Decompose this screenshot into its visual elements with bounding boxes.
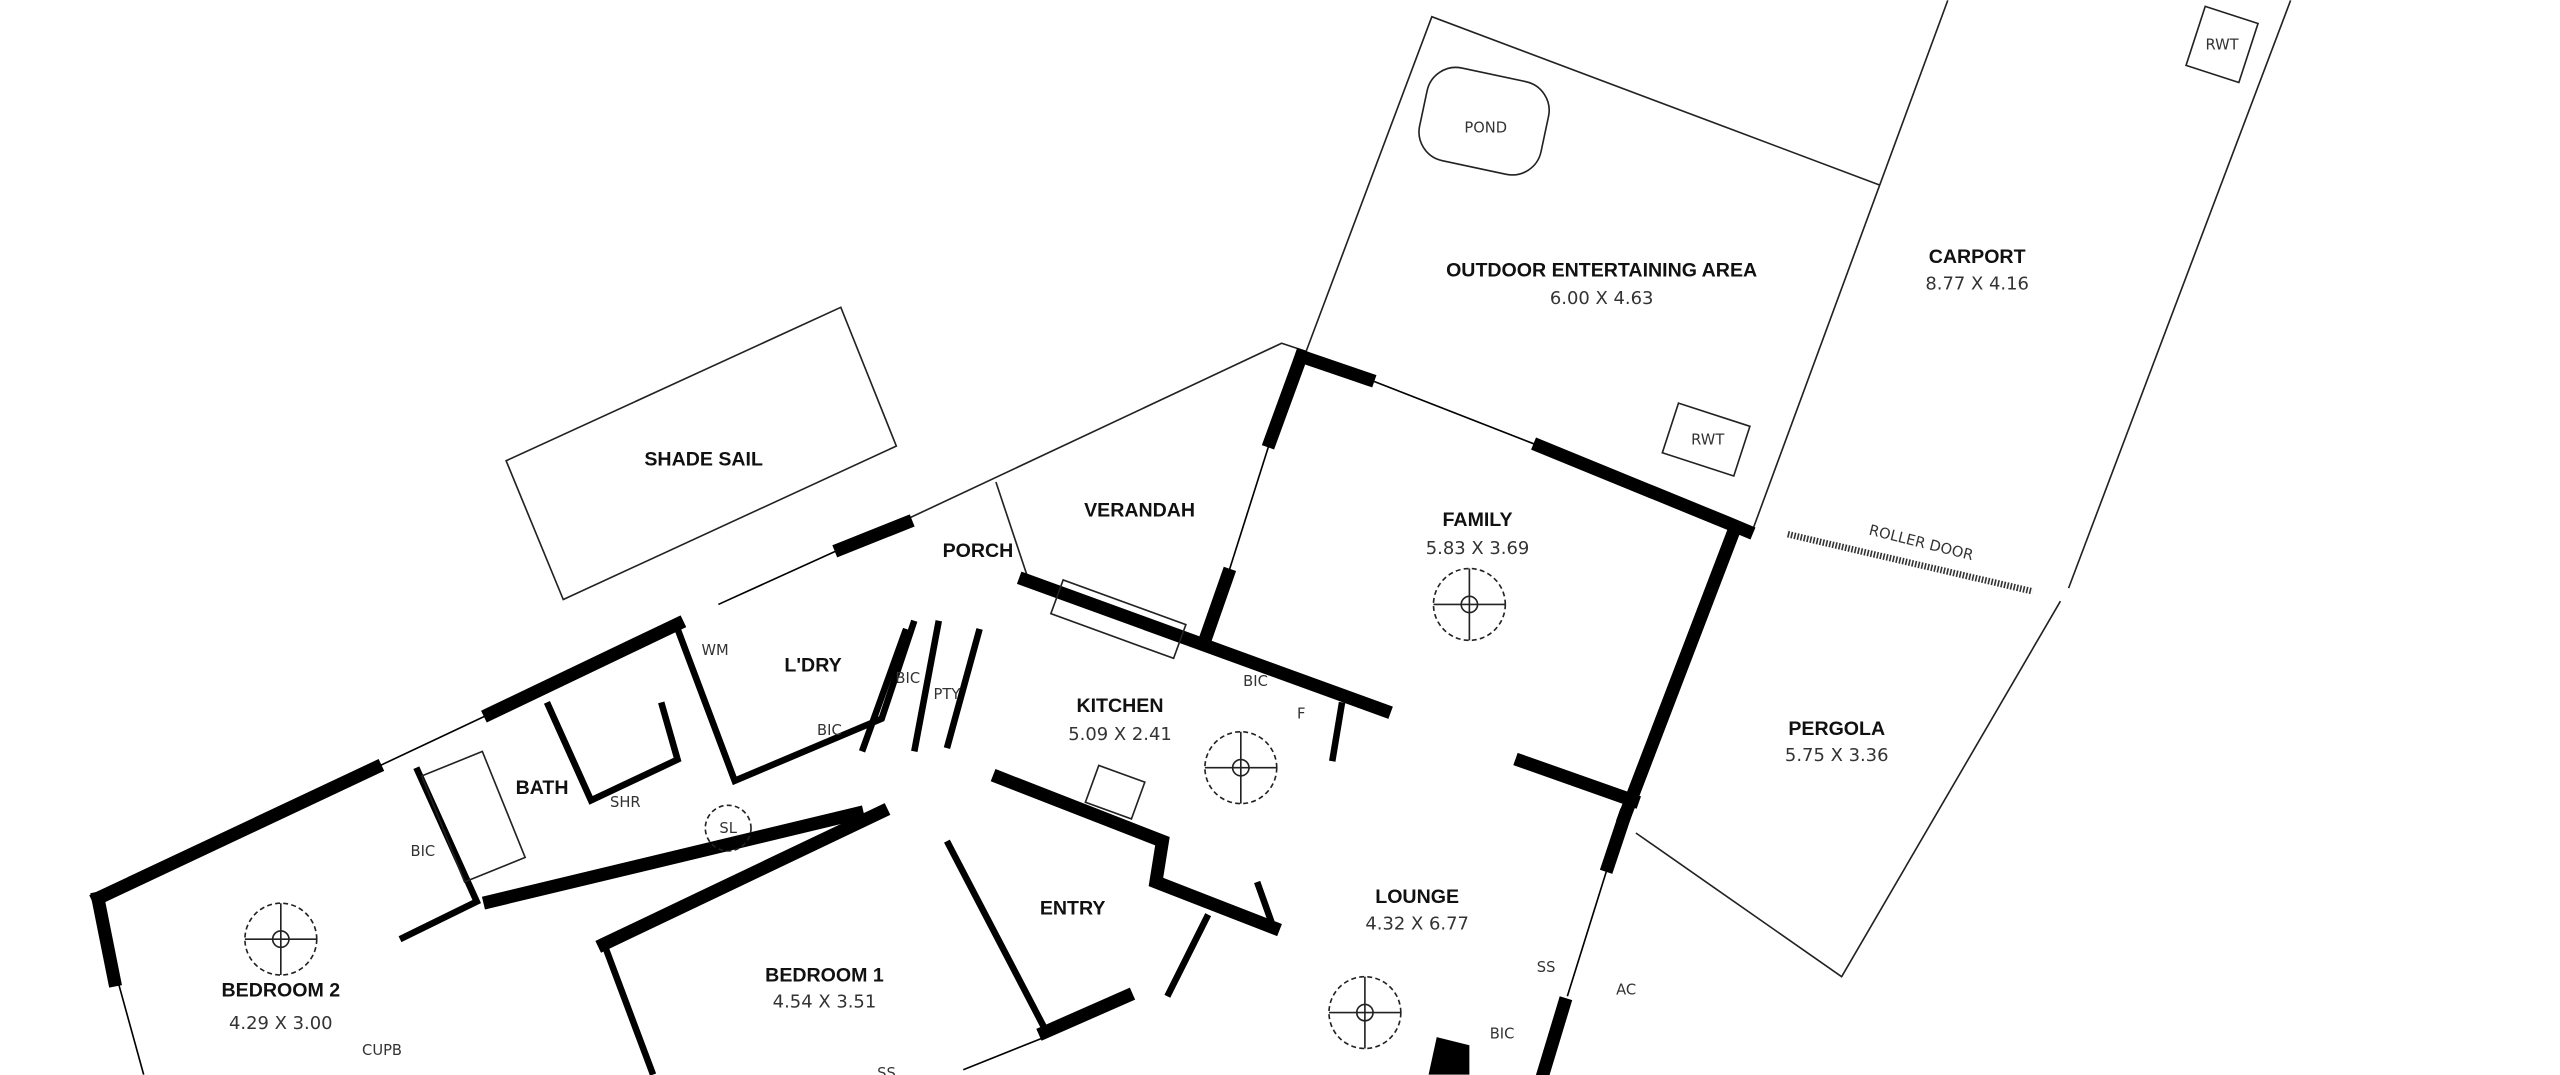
- fridge-label: F: [1297, 706, 1305, 723]
- room-dims: 5.09 X 2.41: [1068, 724, 1172, 745]
- bic-label: BIC: [411, 843, 436, 860]
- bic-label: BIC: [817, 722, 842, 739]
- shade-sail-label: SHADE SAIL: [644, 449, 763, 471]
- room-name: BEDROOM 1: [765, 965, 884, 987]
- ceiling-fan-icon: [1432, 567, 1507, 642]
- sl-label: SL: [719, 820, 737, 837]
- pergola-outline: [1635, 600, 2062, 978]
- room-name: BEDROOM 2: [222, 979, 341, 1001]
- ceiling-fans: [244, 567, 1507, 1050]
- rwt-label: RWT: [2205, 36, 2239, 53]
- wm-label: WM: [702, 642, 729, 659]
- cooktop-icon: [1084, 764, 1146, 821]
- rwt-box-2: [2185, 5, 2260, 84]
- rwt-label: RWT: [1691, 431, 1725, 448]
- wall-block: [1428, 1037, 1470, 1075]
- carport-left-edge: [1752, 0, 1949, 528]
- room-name: LOUNGE: [1375, 886, 1459, 908]
- room-dims: 8.77 X 4.16: [1925, 273, 2029, 294]
- ceiling-fan-icon: [244, 902, 318, 976]
- room-name: CARPORT: [1929, 246, 2026, 268]
- porch-edge: [995, 481, 1030, 581]
- pantry-label: PTY: [934, 686, 961, 703]
- porch-label: PORCH: [943, 540, 1014, 562]
- smoke-light-icon: [704, 804, 752, 852]
- roller-door: [1787, 531, 2034, 595]
- labels: SHADE SAIL OUTDOOR ENTERTAINING AREA 6.0…: [222, 36, 2240, 1075]
- bathtub: [420, 750, 527, 883]
- ceiling-fan-icon: [1328, 975, 1402, 1050]
- room-dims: 6.00 X 4.63: [1550, 288, 1654, 309]
- ss-label: SS: [877, 1065, 896, 1075]
- ss-label: SS: [1537, 959, 1556, 976]
- shower-label: SHR: [610, 794, 641, 811]
- room-name: FAMILY: [1443, 509, 1513, 531]
- room-dims: 4.29 X 3.00: [229, 1013, 333, 1034]
- room-dims: 4.54 X 3.51: [773, 992, 877, 1013]
- walls: [89, 347, 1756, 1075]
- entry-label: ENTRY: [1040, 898, 1106, 920]
- outdoor-outlines: [505, 0, 2292, 978]
- bic-label: BIC: [895, 670, 920, 687]
- bic-label: BIC: [1490, 1026, 1515, 1043]
- sink-icon: [1049, 578, 1187, 660]
- rwt-box: [1661, 402, 1751, 478]
- carport-right-edge: [2067, 0, 2292, 589]
- room-name: OUTDOOR ENTERTAINING AREA: [1446, 259, 1757, 281]
- bic-label: BIC: [1243, 673, 1268, 690]
- room-name: KITCHEN: [1076, 695, 1163, 717]
- outdoor-area-outline: [1305, 15, 1880, 352]
- shade-sail-outline: [505, 306, 898, 601]
- pond-label: POND: [1464, 120, 1507, 137]
- cupboard-label: CUPB: [362, 1042, 402, 1059]
- ac-label: AC: [1616, 982, 1636, 999]
- bath-label: BATH: [516, 777, 569, 799]
- room-dims: 4.32 X 6.77: [1365, 913, 1469, 934]
- laundry-label: L'DRY: [784, 654, 841, 676]
- verandah-outline: [905, 342, 1307, 521]
- room-dims: 5.83 X 3.69: [1426, 538, 1530, 559]
- room-name: PERGOLA: [1788, 718, 1885, 740]
- room-dims: 5.75 X 3.36: [1785, 745, 1889, 766]
- verandah-label: VERANDAH: [1084, 499, 1195, 521]
- pond-outline: [1418, 66, 1550, 176]
- ceiling-fan-icon: [1204, 730, 1278, 805]
